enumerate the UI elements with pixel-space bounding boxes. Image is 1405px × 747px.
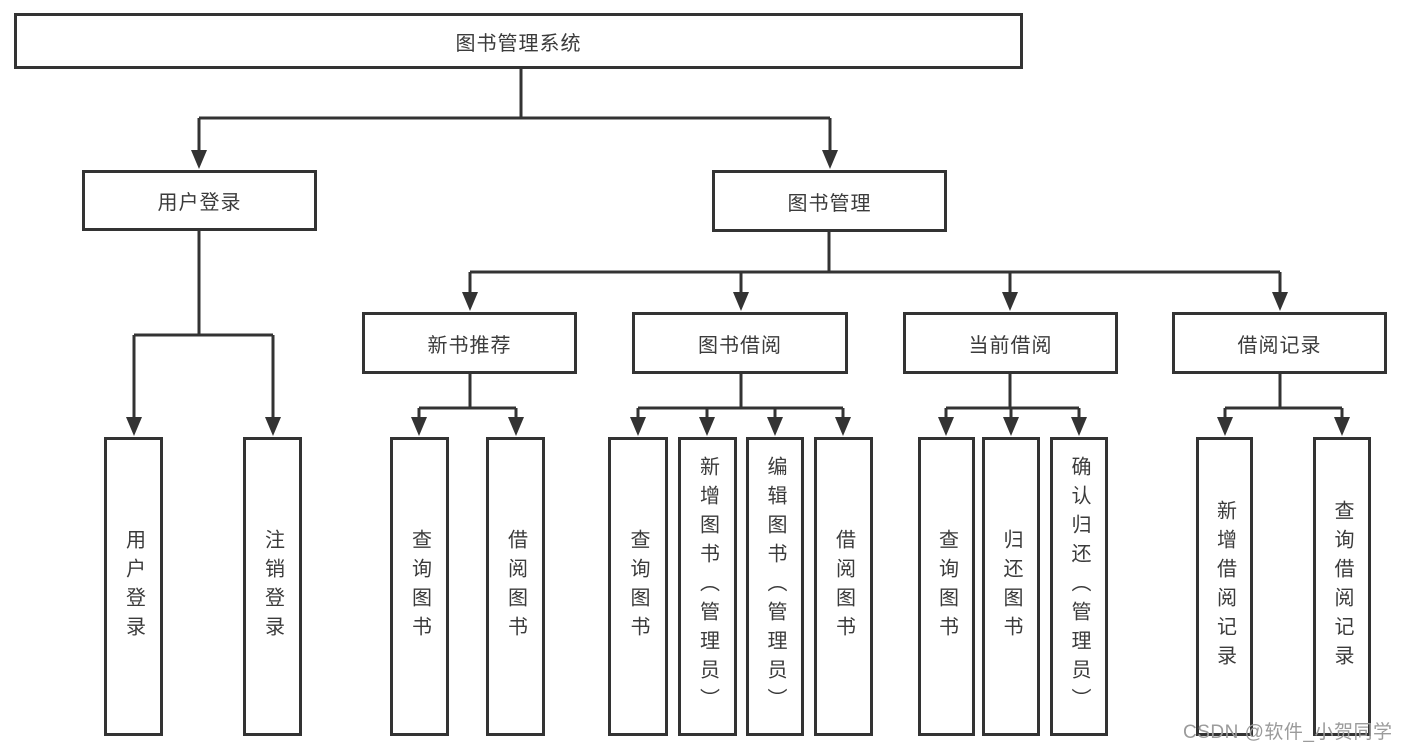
leaf-edit-books-admin: 编辑图书（管理员） [746,437,804,736]
node-label: 图书管理系统 [455,32,582,55]
node-label: 图书借阅 [698,334,782,357]
connector-user-login-group [126,230,281,436]
leaf-query-books-borrow: 查询图书 [608,437,668,736]
connector-current-borrow-group [938,374,1087,436]
node-book-management: 图书管理 [712,170,947,232]
node-book-borrowing: 图书借阅 [632,312,848,374]
leaf-add-borrow-record: 新增借阅记录 [1196,437,1253,736]
node-label: 查询借阅记录 [1331,499,1353,674]
leaf-user-login: 用户登录 [104,437,163,736]
connector-borrow-record-group [1217,374,1350,436]
node-current-borrowing: 当前借阅 [903,312,1118,374]
node-borrowing-records: 借阅记录 [1172,312,1387,374]
node-label: 用户登录 [157,192,242,214]
node-label: 查询图书 [408,528,431,645]
node-label: 新增借阅记录 [1213,499,1236,674]
node-label: 借阅图书 [504,528,527,645]
node-label: 新增图书（管理员） [696,456,719,717]
connector-root-to-level2 [191,69,838,169]
leaf-return-books: 归还图书 [982,437,1040,736]
node-label: 注销登录 [261,528,284,645]
connector-book-management-to-level3 [462,232,1288,311]
csdn-watermark: CSDN @软件_小贺同学 [1183,722,1393,743]
node-label: 查询图书 [935,528,958,645]
leaf-borrow-books-recommend: 借阅图书 [486,437,545,736]
node-book-management-system: 图书管理系统 [14,13,1023,69]
connector-new-book-group [411,374,524,436]
node-label: 编辑图书（管理员） [764,456,786,717]
node-label: 用户登录 [122,528,145,645]
leaf-query-borrow-record: 查询借阅记录 [1313,437,1371,736]
leaf-borrow-books: 借阅图书 [814,437,873,736]
connector-book-borrow-group [630,374,851,436]
leaf-logout: 注销登录 [243,437,302,736]
node-user-login: 用户登录 [82,170,317,231]
node-label: 查询图书 [627,528,649,645]
node-label: 归还图书 [1000,528,1022,645]
node-new-book-recommend: 新书推荐 [362,312,577,374]
leaf-add-books-admin: 新增图书（管理员） [678,437,737,736]
node-label: 图书管理 [787,192,872,215]
node-label: 当前借阅 [968,334,1053,357]
leaf-query-books-recommend: 查询图书 [390,437,449,736]
leaf-query-books-current: 查询图书 [918,437,975,736]
node-label: 借阅记录 [1237,334,1322,357]
node-label: 借阅图书 [832,528,855,645]
leaf-confirm-return-admin: 确认归还（管理员） [1050,437,1108,736]
node-label: 新书推荐 [427,334,512,357]
node-label: 确认归还（管理员） [1068,456,1090,717]
